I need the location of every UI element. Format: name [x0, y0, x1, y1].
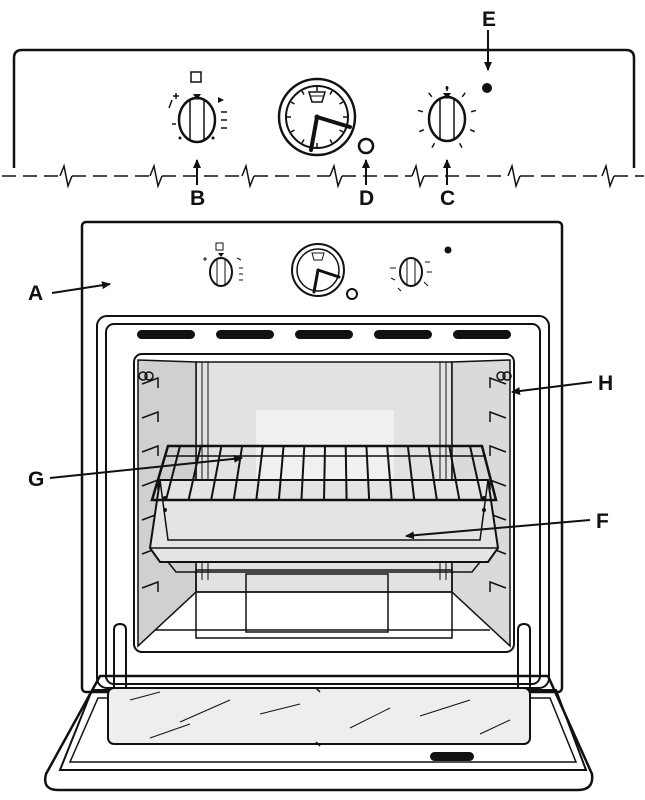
label-h: H: [598, 372, 613, 395]
oven-timer: [291, 243, 358, 300]
oven-function-knob: [203, 242, 243, 287]
timer-button: [357, 137, 375, 155]
rack-bar: [469, 445, 483, 501]
timer-tick: [339, 129, 344, 133]
oven-thermostat-knob: [390, 246, 452, 292]
oven-door-open: [44, 674, 594, 792]
label-g: G: [28, 468, 44, 491]
wire-rack: [150, 444, 498, 502]
right-runner: [489, 580, 507, 592]
timer-tick: [301, 139, 305, 144]
right-runner: [489, 444, 507, 456]
thermostat-tick: [461, 92, 466, 98]
lamp-holes: [138, 371, 512, 381]
label-b: B: [190, 187, 205, 210]
thermostat-scale: [417, 86, 477, 148]
left-runner: [141, 444, 159, 456]
timer-tick: [290, 129, 295, 133]
rack-bar: [165, 445, 181, 501]
label-c: C: [440, 187, 455, 210]
thermostat-tick: [469, 129, 476, 133]
rack-bar: [255, 445, 264, 501]
timer-tick: [301, 90, 305, 95]
thermostat-knob: [427, 93, 467, 143]
ventilation-slots: [137, 330, 511, 339]
thermostat-tick: [470, 109, 477, 113]
function-knob: [177, 94, 217, 144]
timer-ticks: [287, 87, 347, 147]
timer-tick: [339, 101, 344, 105]
rack-bar: [277, 445, 285, 501]
rack-bar: [448, 445, 461, 501]
rack-bar: [187, 445, 202, 501]
thermostat-tick: [417, 109, 424, 113]
label-e: E: [482, 8, 496, 31]
function-symbols: [168, 71, 227, 140]
left-runner: [141, 376, 159, 388]
thermostat-tick: [431, 142, 436, 148]
rack-bar: [210, 445, 223, 501]
rack-bar: [406, 445, 416, 501]
indicator-light: [482, 83, 492, 93]
thermostat-tick: [458, 142, 463, 148]
right-runner: [489, 410, 507, 422]
timer-tick: [329, 139, 333, 144]
thermostat-tick: [418, 129, 425, 133]
rack-bar: [365, 445, 371, 501]
label-a: A: [28, 282, 43, 305]
rack-bar: [300, 445, 306, 501]
rack-bar: [427, 445, 438, 501]
timer-tick: [329, 90, 333, 95]
timer-dial: [277, 77, 357, 157]
label-d: D: [359, 187, 374, 210]
label-f: F: [596, 510, 609, 533]
rack-bar: [344, 445, 348, 501]
door-hinges: [113, 622, 531, 688]
left-runner: [141, 580, 159, 592]
right-runner: [489, 376, 507, 388]
rack-bar: [323, 445, 326, 501]
rack-bar: [386, 445, 393, 501]
timer-tick: [290, 101, 295, 105]
left-runner: [141, 410, 159, 422]
control-panel-detail: [2, 48, 644, 189]
thermostat-tick: [428, 92, 433, 98]
